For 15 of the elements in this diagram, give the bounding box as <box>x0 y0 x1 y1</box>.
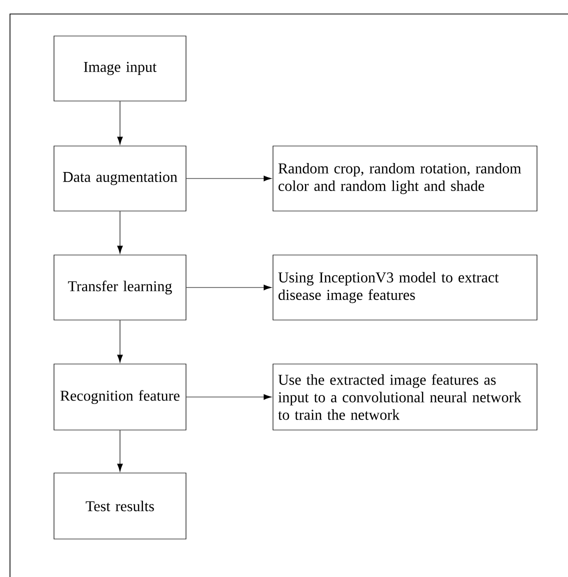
description-box: Using InceptionV3 model to extract disease image features <box>272 254 538 320</box>
process-box: Test results <box>54 472 186 540</box>
process-box: Recognition feature <box>54 364 186 430</box>
arrow <box>186 284 272 290</box>
description-box: Random crop, random rotation, random color and random light and shade <box>272 146 538 212</box>
arrow <box>186 394 272 400</box>
arrow <box>186 176 272 182</box>
process-box: Transfer learning <box>54 254 186 320</box>
process-box: Image input <box>54 36 186 102</box>
description-box: Use the extracted image features as input to a convolutional neural network to train the network <box>272 364 538 430</box>
arrow <box>117 101 123 145</box>
arrow <box>117 211 123 254</box>
process-box: Data augmentation <box>54 146 186 212</box>
arrow <box>117 430 123 472</box>
arrow <box>117 320 123 363</box>
